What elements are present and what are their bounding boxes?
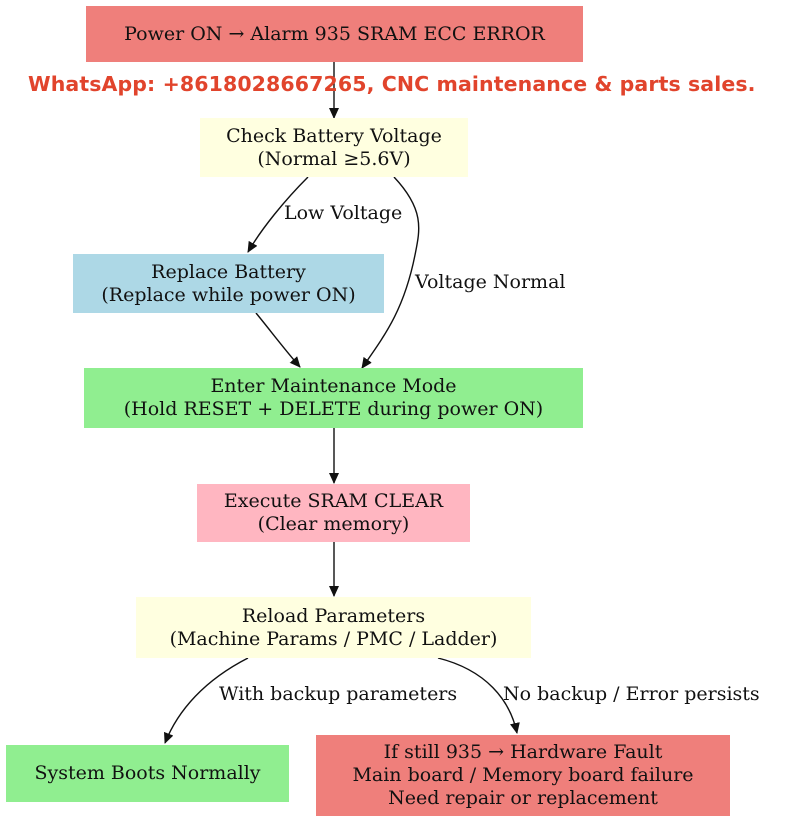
node-line: If still 935 → Hardware Fault (383, 741, 663, 763)
node-line: Execute SRAM CLEAR (223, 490, 444, 512)
edge-low-voltage (247, 176, 309, 253)
node-battery-check: Check Battery Voltage(Normal ≥5.6V) (200, 118, 468, 177)
node-line: Reload Parameters (241, 604, 426, 627)
node-line: System Boots Normally (34, 762, 261, 784)
node-line: (Hold RESET + DELETE during power ON) (123, 398, 544, 420)
edge-no-backup (437, 657, 520, 734)
node-maintenance-mode: Enter Maintenance Mode(Hold RESET + DELE… (84, 368, 583, 428)
edge-label-low-voltage: Low Voltage (284, 202, 403, 224)
edge-label-voltage-normal: Voltage Normal (415, 271, 566, 293)
node-line: Replace Battery (151, 260, 306, 283)
node-reload-params: Reload Parameters(Machine Params / PMC /… (136, 597, 531, 658)
node-line: (Normal ≥5.6V) (257, 147, 411, 170)
edge-replace-to-maintenance (255, 312, 301, 368)
node-replace-battery: Replace Battery(Replace while power ON) (73, 254, 384, 313)
watermark-text: WhatsApp: +8618028667265, CNC maintenanc… (28, 72, 756, 96)
node-line: Need repair or replacement (388, 787, 658, 809)
node-line: (Clear memory) (257, 513, 410, 535)
node-start: Power ON → Alarm 935 SRAM ECC ERROR (86, 6, 583, 62)
node-line: (Machine Params / PMC / Ladder) (169, 627, 498, 650)
node-line: (Replace while power ON) (101, 283, 356, 306)
edge-label-with-backup: With backup parameters (219, 683, 458, 705)
node-line: Main board / Memory board failure (352, 764, 694, 786)
node-sram-clear: Execute SRAM CLEAR(Clear memory) (197, 484, 470, 542)
edge-label-no-backup: No backup / Error persists (503, 683, 760, 705)
node-boots-normally: System Boots Normally (6, 745, 289, 802)
edge-voltage-normal (361, 176, 420, 369)
edge-with-backup (164, 657, 249, 744)
node-line: Power ON → Alarm 935 SRAM ECC ERROR (124, 22, 545, 45)
node-line: Check Battery Voltage (226, 124, 442, 147)
node-line: Enter Maintenance Mode (210, 375, 457, 397)
